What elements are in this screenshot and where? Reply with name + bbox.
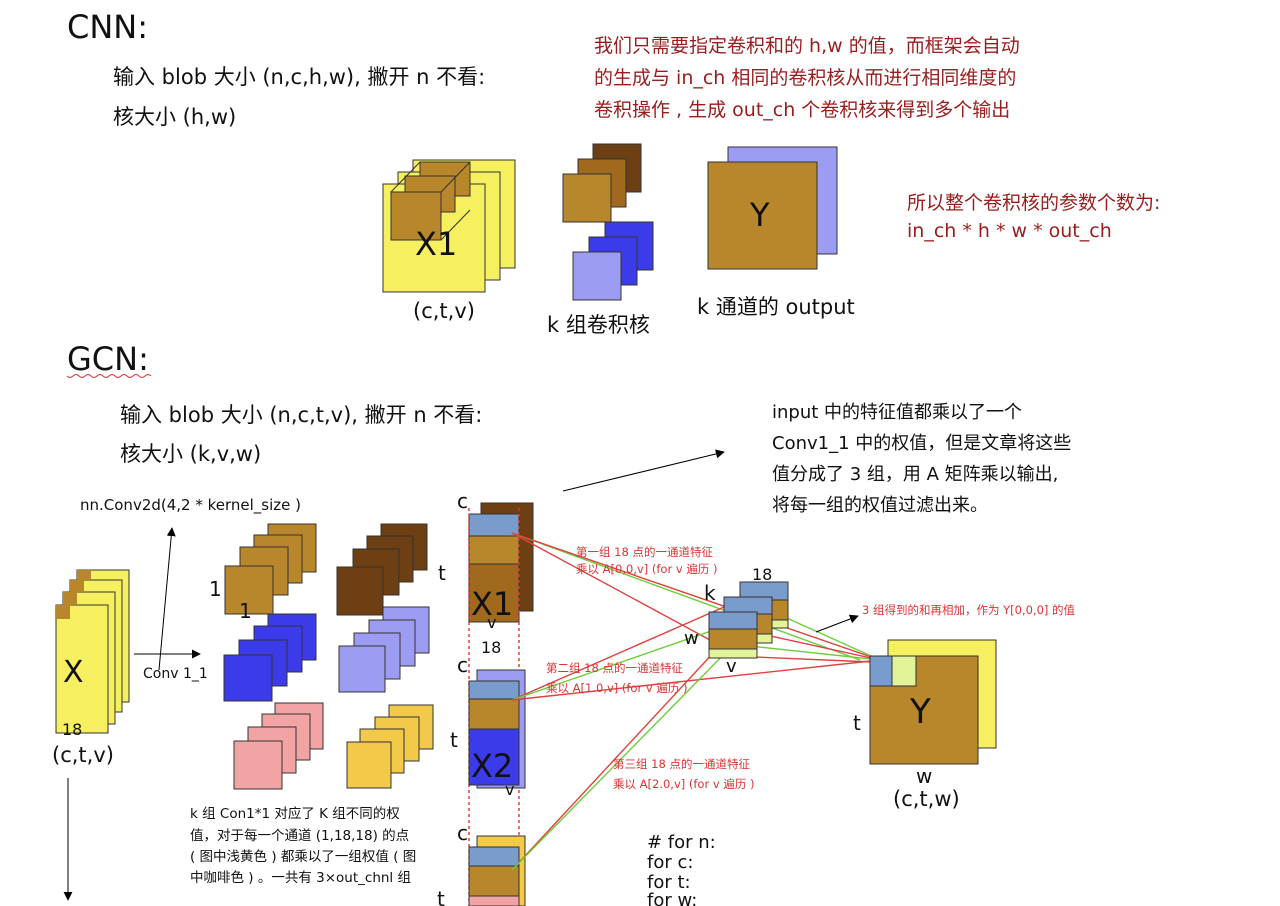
x1-c: c bbox=[457, 489, 468, 513]
x2-c: c bbox=[457, 653, 468, 677]
x1-18: 18 bbox=[481, 638, 501, 657]
a-v: v bbox=[726, 656, 737, 677]
kernel-note-line2: 值，对于每一个通道 (1,18,18) 的点 bbox=[190, 828, 409, 844]
x2-label: X2 bbox=[471, 747, 513, 785]
cnn-kernel-stack bbox=[562, 143, 654, 301]
gcn-one-a: 1 bbox=[209, 577, 222, 601]
cnn-output-caption: k 通道的 output bbox=[697, 295, 855, 319]
input-note-line3: 值分成了 3 组，用 A 矩阵乘以输出, bbox=[772, 464, 1058, 485]
gcn-y-label: Y bbox=[909, 692, 931, 732]
group3-line2: 乘以 A[2.0,v] (for v 遍历 ) bbox=[613, 777, 754, 791]
note-arrow bbox=[562, 449, 725, 492]
a-matrix-stack bbox=[708, 581, 789, 659]
cnn-note-line2: 的生成与 in_ch 相同的卷积核从而进行相同维度的 bbox=[594, 67, 1016, 89]
x1-t: t bbox=[438, 561, 446, 585]
cnn-param-line2: in_ch * h * w * out_ch bbox=[907, 220, 1112, 242]
cnn-x1-dims: (c,t,v) bbox=[413, 299, 475, 323]
projection-lines bbox=[511, 532, 881, 871]
column-x1 bbox=[468, 502, 534, 623]
cnn-x1-label: X1 bbox=[415, 225, 457, 263]
gcn-y-dims: (c,t,w) bbox=[893, 787, 960, 811]
input-note-line4: 将每一组的权值过滤出来。 bbox=[772, 495, 988, 516]
sum-note: 3 组得到的和再相加，作为 Y[0,0,0] 的值 bbox=[862, 603, 1076, 617]
x3-t: t bbox=[437, 887, 445, 906]
group2-line2: 乘以 A[1.0,v] (for v 遍历 ) bbox=[546, 681, 687, 695]
a-w: w bbox=[684, 628, 699, 649]
kernel-note-line3: ( 图中浅黄色 ) 都乘以了一组权值 ( 图 bbox=[190, 848, 416, 865]
x1-v: v bbox=[487, 613, 496, 632]
group1-line1: 第一组 18 点的一通道特征 bbox=[576, 545, 713, 559]
cnn-desc-line1: 输入 blob 大小 (n,c,h,w), 撇开 n 不看: bbox=[113, 65, 485, 89]
gcn-conv2d-label: nn.Conv2d(4,2 * kernel_size ) bbox=[80, 496, 301, 515]
x2-v: v bbox=[505, 780, 514, 799]
gcn-title-underline bbox=[66, 374, 152, 378]
cnn-output-stack bbox=[707, 146, 838, 270]
column-x2 bbox=[468, 669, 526, 789]
code-line1: # for n: bbox=[647, 832, 716, 853]
gcn-x-dims: (c,t,v) bbox=[52, 743, 114, 767]
column-x3 bbox=[468, 835, 526, 906]
code-line2: for c: bbox=[647, 852, 693, 873]
gcn-y-w: w bbox=[916, 764, 932, 788]
x3-c: c bbox=[457, 821, 468, 845]
gcn-desc-line1: 输入 blob 大小 (n,c,t,v), 撇开 n 不看: bbox=[120, 403, 482, 427]
gcn-one-b: 1 bbox=[239, 599, 252, 623]
gcn-desc-line2: 核大小 (k,v,w) bbox=[120, 442, 261, 466]
code-line3: for t: bbox=[647, 872, 691, 893]
a-k: k bbox=[704, 581, 716, 605]
group2-line1: 第二组 18 点的一通道特征 bbox=[546, 661, 683, 675]
input-note-line1: input 中的特征值都乘以了一个 bbox=[772, 402, 1022, 423]
gcn-y-t: t bbox=[853, 711, 861, 735]
cnn-param-line1: 所以整个卷积核的参数个数为: bbox=[907, 192, 1160, 214]
weight-group bbox=[336, 523, 434, 789]
gcn-x-18: 18 bbox=[62, 720, 82, 739]
gcn-conv-label: Conv 1_1 bbox=[143, 666, 208, 682]
group1-line2: 乘以 A[0,0,v] (for v 遍历 ) bbox=[576, 562, 717, 576]
conv-kernel-group bbox=[223, 523, 324, 790]
cnn-title: CNN: bbox=[67, 8, 148, 46]
cnn-note-line1: 我们只需要指定卷积和的 h,w 的值，而框架会自动 bbox=[594, 35, 1020, 57]
a-18: 18 bbox=[752, 565, 772, 584]
x2-t: t bbox=[450, 728, 458, 752]
cnn-desc-line2: 核大小 (h,w) bbox=[113, 105, 236, 129]
gcn-input-stack bbox=[55, 569, 130, 734]
cnn-input-stack bbox=[382, 159, 516, 293]
kernel-note-line1: k 组 Con1*1 对应了 K 组不同的权 bbox=[190, 805, 400, 822]
gcn-x-label: X bbox=[63, 655, 84, 690]
group3-line1: 第三组 18 点的一通道特征 bbox=[613, 757, 750, 771]
kernel-note-line4: 中咖啡色 ) 。一共有 3×out_chnl 组 bbox=[190, 869, 411, 886]
input-note-line2: Conv1_1 中的权值，但是文章将这些 bbox=[772, 433, 1071, 454]
sum-arrow bbox=[815, 614, 859, 633]
up-arrow bbox=[158, 527, 176, 671]
gcn-output-stack bbox=[869, 639, 997, 765]
cnn-note-line3: 卷积操作 , 生成 out_ch 个卷积核来得到多个输出 bbox=[594, 99, 1010, 121]
code-line4: for w: bbox=[647, 890, 697, 906]
gcn-title: GCN: bbox=[67, 340, 149, 378]
x1-label: X1 bbox=[471, 585, 513, 623]
cnn-kernel-caption: k 组卷积核 bbox=[547, 313, 650, 337]
cnn-y-label: Y bbox=[749, 196, 770, 234]
